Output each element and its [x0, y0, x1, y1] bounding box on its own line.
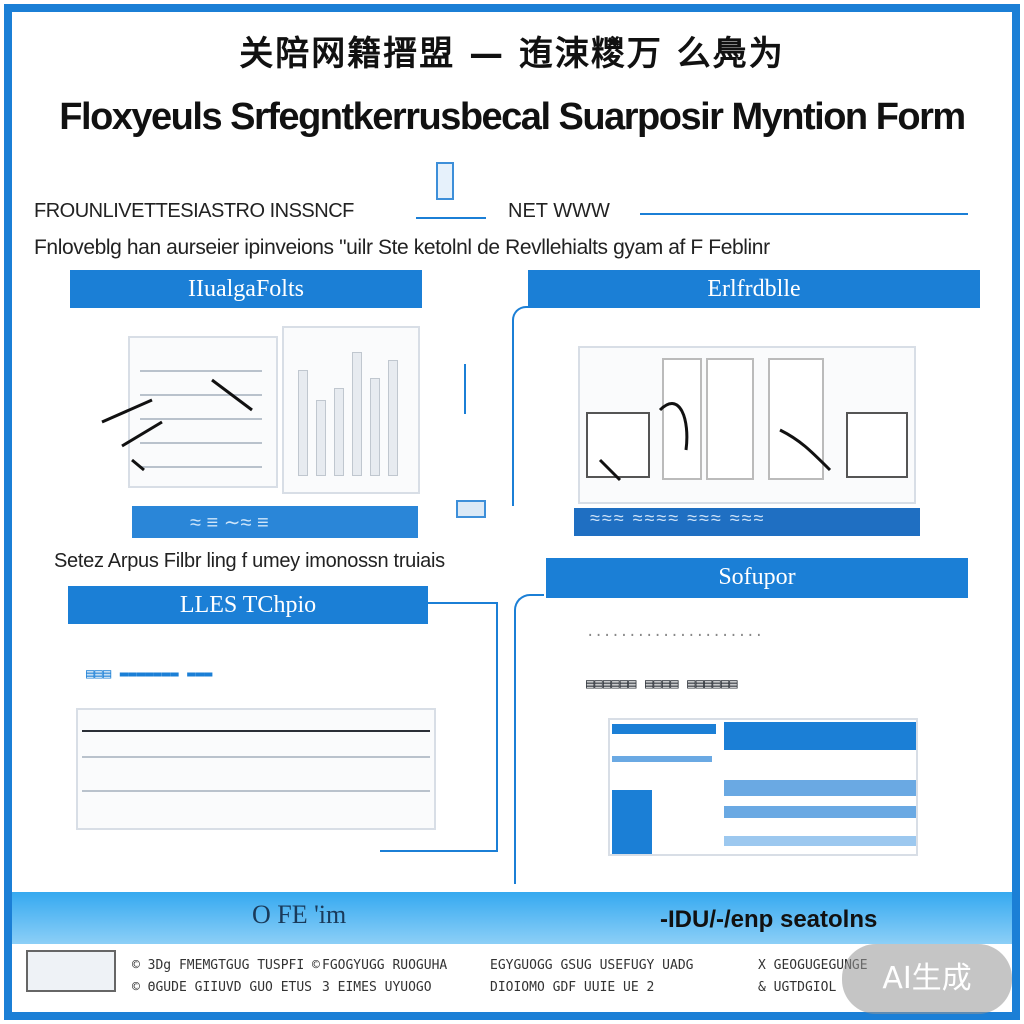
monitor-icon	[436, 162, 454, 200]
footer-cell: FGOGYUGG RUOGUHA	[322, 958, 448, 973]
footer-left-label: O FE 'im	[252, 900, 347, 929]
bottom-left-table-panel	[76, 708, 436, 830]
table-row	[82, 790, 430, 792]
footer-cell: & UGTDGIOL	[758, 980, 837, 995]
connector-line	[452, 364, 466, 414]
subheading-line3: Setez Arpus Filbr ling f umey imonossn t…	[54, 550, 445, 572]
footer-cell: DIOIOMO GDF UUIE UE 2	[490, 980, 655, 995]
diagram-box	[586, 412, 650, 478]
diagram-box	[768, 358, 824, 480]
connector-line	[380, 602, 498, 852]
section-bottom-right-header: Sofupor	[546, 558, 968, 598]
label-strip: ▤▤▤▤▤▤ ▤▤▤▤ ▤▤▤▤▤▤	[586, 676, 738, 692]
chart-bar	[298, 370, 308, 476]
table-row	[612, 790, 652, 854]
footer-cell: X GEOGUGEGUNGE	[758, 958, 868, 973]
table-row	[724, 836, 916, 846]
top-left-footer-bar	[132, 506, 418, 538]
connector-line	[512, 306, 532, 506]
table-row	[140, 442, 262, 444]
top-left-footer-label: ≈ ≡ ∼≈ ≡	[190, 512, 269, 534]
footer-cell: © 3Dg FMEMGTGUG TUSPFI ©	[132, 958, 320, 973]
page-title-en: Floxyeuls Srfegntkerrusbecal Suarposir M…	[59, 96, 966, 138]
page-frame	[4, 4, 1020, 1020]
table-row	[140, 466, 262, 468]
curve-line-icon	[598, 402, 832, 482]
divider-short	[416, 217, 486, 219]
diagram-box	[706, 358, 754, 480]
chart-bar	[316, 400, 326, 476]
table-row	[724, 722, 916, 750]
table-row	[140, 394, 262, 396]
printer-icon	[456, 500, 486, 518]
top-left-table-panel	[128, 336, 278, 488]
pen-stroke-icon	[101, 378, 253, 472]
connector-line	[514, 594, 544, 884]
table-row	[140, 370, 262, 372]
chart-bar	[388, 360, 398, 476]
table-row	[724, 806, 916, 818]
top-right-footer-label: ≈≈≈ ≈≈≈≈ ≈≈≈ ≈≈≈	[590, 508, 766, 528]
subheading-line2: Fnloveblg han aurseier ipinveions "uilr …	[34, 236, 770, 259]
section-bottom-left-header: LLES TChpio	[68, 586, 428, 624]
subheading-line1-left: FROUNLIVETTESIASTRO INSSNCF	[34, 200, 354, 222]
table-row	[724, 780, 916, 796]
divider-line	[640, 213, 968, 215]
table-row	[612, 756, 712, 762]
table-row	[82, 756, 430, 758]
chart-bar	[370, 378, 380, 476]
subheading-line1-right: NET WWW	[508, 200, 610, 222]
table-row	[82, 730, 430, 732]
diagram-box	[846, 412, 908, 478]
footer-cell: © ΘGUDE GIIUVD GUO ETUS	[132, 980, 313, 995]
top-right-footer-bar	[574, 508, 920, 536]
chart-bar	[334, 388, 344, 476]
footer-cell: 3 EIMES UYUOGO	[322, 980, 432, 995]
label-strip: ·····················	[586, 628, 764, 644]
table-row	[140, 418, 262, 420]
monitor-icon	[26, 950, 116, 992]
footer-right-label: -IDU/-/enp seatolns	[660, 906, 878, 933]
section-top-left-header: IIualgaFolts	[70, 270, 422, 308]
chart-bar	[352, 352, 362, 476]
label-strip: ▤▤▤ ▬▬▬▬▬▬▬ ▬▬▬	[86, 666, 213, 682]
diagram-box	[662, 358, 702, 480]
page-title-cn: 关陪网籍搢盟 — 迶涑糭万 么鳧为	[239, 34, 785, 74]
footer-band	[12, 892, 1012, 944]
ai-generated-badge: AI生成	[842, 944, 1012, 1014]
section-top-right-header: Erlfrdblle	[528, 270, 980, 308]
table-row	[612, 724, 716, 734]
footer-cell: EGYGUOGG GSUG USEFUGY UADG	[490, 958, 694, 973]
